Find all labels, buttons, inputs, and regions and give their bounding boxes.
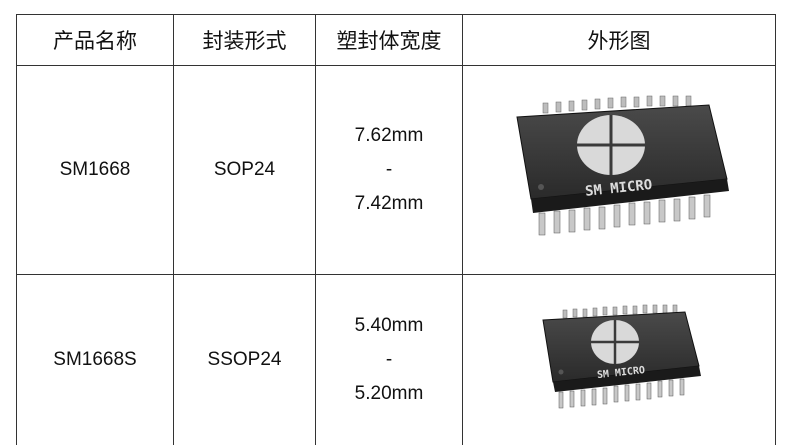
width-cell: 5.40mm - 5.20mm: [316, 275, 463, 445]
width-min: 5.20mm: [316, 377, 462, 411]
chip-image-sop24: SM MICRO: [503, 95, 735, 245]
width-max: 7.62mm: [316, 119, 462, 153]
width-dash: -: [316, 343, 462, 377]
width-cell: 7.62mm - 7.42mm: [316, 66, 463, 275]
chip-image-ssop24: SM MICRO: [533, 304, 705, 416]
package-cell: SSOP24: [174, 275, 316, 445]
header-body-width: 塑封体宽度: [316, 15, 463, 66]
product-name-cell: SM1668S: [17, 275, 174, 445]
product-name-cell: SM1668: [17, 66, 174, 275]
width-min: 7.42mm: [316, 187, 462, 221]
width-max: 5.40mm: [316, 309, 462, 343]
logo-icon: [591, 320, 639, 364]
package-cell: SOP24: [174, 66, 316, 275]
header-product-name: 产品名称: [17, 15, 174, 66]
package-table: 产品名称 封装形式 塑封体宽度 外形图 SM1668 SOP24 7.62mm …: [16, 14, 776, 445]
table-row: SM1668 SOP24 7.62mm - 7.42mm: [17, 66, 776, 275]
table-header-row: 产品名称 封装形式 塑封体宽度 外形图: [17, 15, 776, 66]
table-row: SM1668S SSOP24 5.40mm - 5.20mm: [17, 275, 776, 445]
header-outline-drawing: 外形图: [463, 15, 776, 66]
width-dash: -: [316, 153, 462, 187]
outline-cell: SM MICRO: [463, 275, 776, 445]
header-package-type: 封装形式: [174, 15, 316, 66]
logo-icon: [577, 115, 645, 175]
outline-cell: SM MICRO: [463, 66, 776, 275]
